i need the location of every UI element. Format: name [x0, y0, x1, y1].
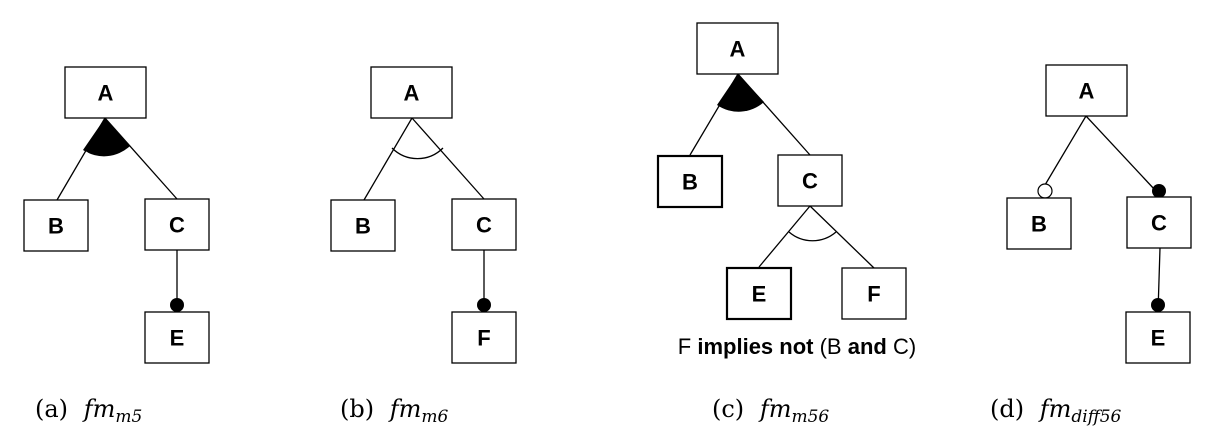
edge-a-c — [104, 117, 178, 200]
caption-b: (b) fmm6 — [340, 395, 448, 427]
edge-c-e — [758, 205, 811, 268]
feature-label: B — [682, 170, 698, 195]
feature-node-f[interactable]: F — [841, 267, 907, 320]
or-group-arc-highlight — [719, 107, 743, 115]
mandatory-marker — [1151, 298, 1165, 312]
feature-label: B — [48, 214, 64, 239]
feature-node-a[interactable]: A — [1045, 64, 1128, 117]
mandatory-marker — [170, 298, 184, 312]
feature-node-e[interactable]: E — [1125, 311, 1191, 364]
feature-node-b[interactable]: B — [23, 199, 89, 252]
mandatory-marker — [477, 298, 491, 312]
or-group-marker — [717, 74, 764, 112]
feature-node-c[interactable]: C — [144, 198, 210, 251]
or-group-arc-highlight — [85, 151, 109, 160]
mandatory-marker — [1152, 184, 1166, 198]
feature-node-b[interactable]: B — [1006, 197, 1072, 250]
panel-c: A B C E F F implies not (B and C) (c) fm… — [656, 22, 916, 427]
feature-label: E — [1151, 326, 1166, 351]
feature-label: F — [867, 282, 880, 307]
or-group-marker — [83, 118, 130, 157]
alternative-group-marker — [788, 231, 837, 242]
optional-marker — [1037, 183, 1053, 199]
feature-label: B — [355, 214, 371, 239]
cross-tree-constraint: F implies not (B and C) — [678, 334, 916, 359]
edge-a-b — [689, 73, 739, 156]
feature-label: A — [404, 81, 420, 106]
edge-a-b — [1044, 115, 1087, 186]
feature-node-a[interactable]: A — [696, 22, 779, 75]
feature-label: C — [169, 213, 185, 238]
feature-label: A — [1079, 79, 1095, 104]
feature-node-b[interactable]: B — [330, 199, 396, 252]
feature-node-a[interactable]: A — [64, 66, 147, 119]
feature-node-c[interactable]: C — [451, 198, 517, 251]
feature-node-e[interactable]: E — [725, 266, 793, 321]
edge-a-c — [1085, 115, 1156, 191]
feature-node-c[interactable]: C — [1126, 196, 1192, 249]
edge-a-c — [737, 73, 811, 156]
panel-b: A B C F (b) fmm6 — [330, 66, 517, 427]
edge-c-f — [809, 205, 875, 269]
alternative-group-marker — [391, 147, 444, 160]
feature-label: A — [98, 81, 114, 106]
feature-label: B — [1031, 212, 1047, 237]
panel-a: A B C E (a) fmm5 — [23, 66, 210, 427]
feature-label: E — [752, 282, 767, 307]
caption-a: (a) fmm5 — [35, 395, 142, 427]
caption-d: (d) fmdiff56 — [990, 395, 1122, 427]
panel-d: A B C E (d) fmdiff56 — [990, 64, 1192, 427]
edge-a-c — [411, 117, 485, 200]
feature-label: C — [802, 169, 818, 194]
feature-label: E — [170, 326, 185, 351]
feature-label: A — [730, 37, 746, 62]
feature-label: C — [1151, 211, 1167, 236]
feature-node-e[interactable]: E — [144, 311, 210, 364]
edge-a-b — [56, 117, 106, 201]
feature-node-b[interactable]: B — [656, 154, 724, 209]
feature-node-c[interactable]: C — [777, 154, 843, 207]
feature-label: C — [476, 213, 492, 238]
feature-node-f[interactable]: F — [451, 311, 517, 364]
feature-node-a[interactable]: A — [370, 66, 453, 119]
feature-label: F — [477, 326, 490, 351]
edge-a-b — [363, 117, 413, 201]
caption-c: (c) fmm56 — [712, 395, 829, 427]
